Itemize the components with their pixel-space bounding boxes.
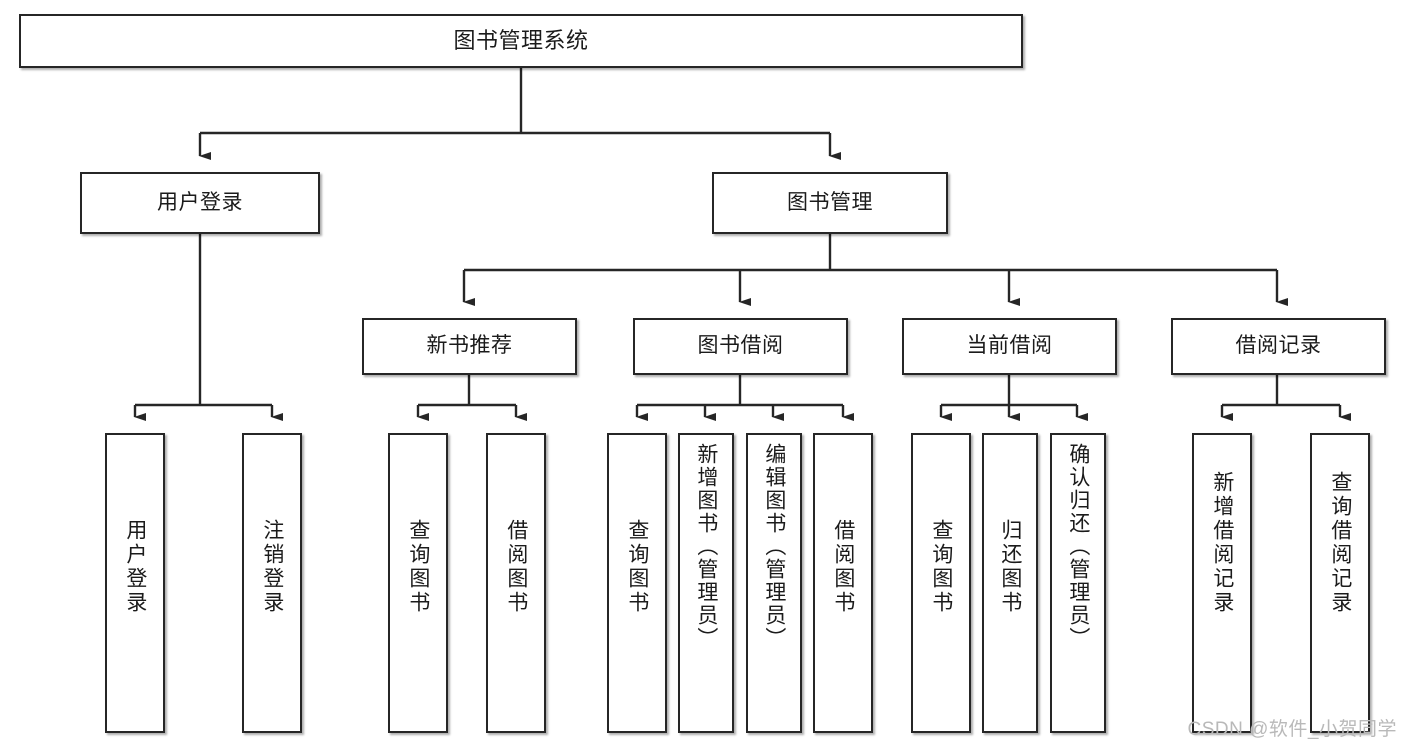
node-book-manage-label: 图书管理	[787, 190, 873, 214]
node-leaf-user-login[interactable]: 用户登录	[105, 433, 165, 733]
node-new-book-recommend[interactable]: 新书推荐	[362, 318, 577, 375]
node-leaf-borrow-book-1[interactable]: 借阅图书	[486, 433, 546, 733]
node-leaf-confirm-return[interactable]: 确认归还（管理员）	[1050, 433, 1106, 733]
node-leaf-borrow-book-1-label: 借阅图书	[504, 519, 528, 615]
node-leaf-query-book-1[interactable]: 查询图书	[388, 433, 448, 733]
node-leaf-borrow-book-2[interactable]: 借阅图书	[813, 433, 873, 733]
node-leaf-query-book-3[interactable]: 查询图书	[911, 433, 971, 733]
node-leaf-logout-login-label: 注销登录	[260, 519, 284, 615]
node-leaf-add-book-label: 新增图书（管理员）	[694, 443, 718, 650]
node-new-book-recommend-label: 新书推荐	[426, 334, 513, 358]
node-current-borrow-label: 当前借阅	[966, 334, 1053, 358]
node-leaf-add-record-label: 新增借阅记录	[1210, 471, 1234, 615]
node-user-login[interactable]: 用户登录	[80, 172, 320, 234]
node-book-manage[interactable]: 图书管理	[712, 172, 948, 234]
node-leaf-query-book-1-label: 查询图书	[406, 519, 430, 615]
node-leaf-return-book-label: 归还图书	[998, 519, 1022, 615]
node-user-login-label: 用户登录	[157, 190, 243, 214]
node-borrow-record-label: 借阅记录	[1235, 334, 1322, 358]
node-leaf-return-book[interactable]: 归还图书	[982, 433, 1038, 733]
watermark: CSDN @软件_小贺同学	[1187, 719, 1397, 740]
node-leaf-query-book-2[interactable]: 查询图书	[607, 433, 667, 733]
node-leaf-query-record-label: 查询借阅记录	[1328, 471, 1352, 615]
node-leaf-borrow-book-2-label: 借阅图书	[831, 519, 855, 615]
node-root[interactable]: 图书管理系统	[19, 14, 1023, 68]
node-leaf-logout-login[interactable]: 注销登录	[242, 433, 302, 733]
node-leaf-edit-book[interactable]: 编辑图书（管理员）	[746, 433, 802, 733]
node-book-borrow-label: 图书借阅	[697, 334, 784, 358]
node-book-borrow[interactable]: 图书借阅	[633, 318, 848, 375]
node-leaf-add-record[interactable]: 新增借阅记录	[1192, 433, 1252, 733]
node-leaf-user-login-label: 用户登录	[123, 519, 147, 615]
node-leaf-add-book[interactable]: 新增图书（管理员）	[678, 433, 734, 733]
node-leaf-query-book-3-label: 查询图书	[929, 519, 953, 615]
node-leaf-confirm-return-label: 确认归还（管理员）	[1066, 443, 1090, 650]
node-root-label: 图书管理系统	[453, 28, 589, 54]
node-leaf-edit-book-label: 编辑图书（管理员）	[762, 443, 786, 650]
node-current-borrow[interactable]: 当前借阅	[902, 318, 1117, 375]
node-leaf-query-record[interactable]: 查询借阅记录	[1310, 433, 1370, 733]
node-leaf-query-book-2-label: 查询图书	[625, 519, 649, 615]
node-borrow-record[interactable]: 借阅记录	[1171, 318, 1386, 375]
